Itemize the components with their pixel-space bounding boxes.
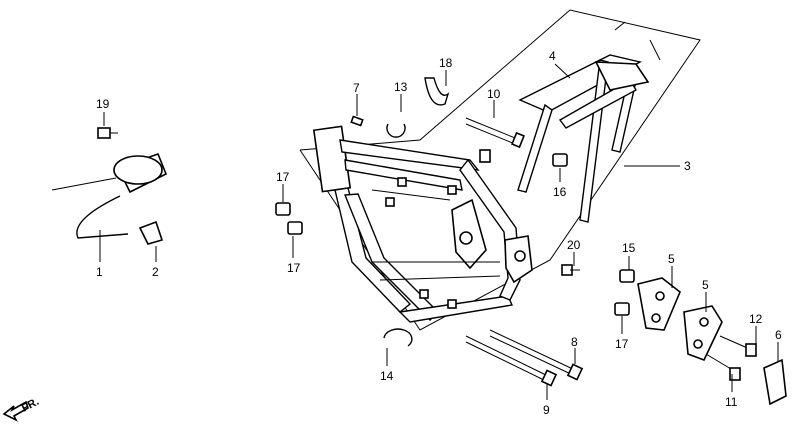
front-direction-label: FR. <box>20 396 41 415</box>
callout-18: 18 <box>439 56 453 70</box>
ignition-coil <box>51 152 168 245</box>
callout-14: 14 <box>380 369 394 383</box>
callout-17a: 17 <box>276 170 290 184</box>
sub-frame <box>517 21 661 223</box>
callout-2: 2 <box>152 265 159 279</box>
main-frame <box>312 125 533 323</box>
leader-lines <box>99 63 779 400</box>
callout-20: 20 <box>567 238 581 252</box>
callout-11: 11 <box>725 395 738 409</box>
bolt-8-9 <box>465 329 584 387</box>
callout-8: 8 <box>571 335 578 349</box>
front-direction-arrow <box>2 400 29 422</box>
callout-5a: 5 <box>668 252 675 266</box>
callout-12: 12 <box>749 312 763 326</box>
engine-brackets <box>637 277 723 362</box>
callout-15: 15 <box>622 241 636 255</box>
callout-9: 9 <box>543 403 550 417</box>
callout-4: 4 <box>549 49 556 63</box>
callout-13: 13 <box>394 80 408 94</box>
frame-group-outline <box>299 9 701 331</box>
callout-19: 19 <box>96 97 110 111</box>
callout-labels: 1 2 3 4 5 5 6 7 8 9 10 11 12 13 14 15 16… <box>20 49 782 417</box>
callout-17b: 17 <box>287 261 301 275</box>
callout-16: 16 <box>553 185 567 199</box>
callout-5b: 5 <box>702 278 709 292</box>
link-6 <box>763 358 787 406</box>
small-parts <box>97 77 757 381</box>
callout-1: 1 <box>96 265 103 279</box>
callout-3: 3 <box>684 159 691 173</box>
bolt-10 <box>465 117 525 149</box>
callout-17c: 17 <box>615 337 629 351</box>
callout-6: 6 <box>775 328 782 342</box>
callout-7: 7 <box>353 81 360 95</box>
callout-10: 10 <box>487 87 501 101</box>
